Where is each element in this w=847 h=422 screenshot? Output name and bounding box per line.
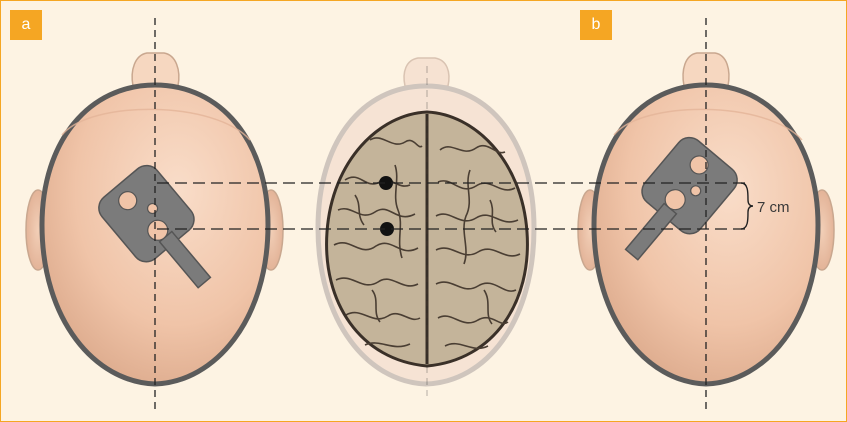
panel-label-a: a: [10, 10, 42, 40]
panel-label-b: b: [580, 10, 612, 40]
measurement-label: 7 cm: [757, 199, 790, 216]
